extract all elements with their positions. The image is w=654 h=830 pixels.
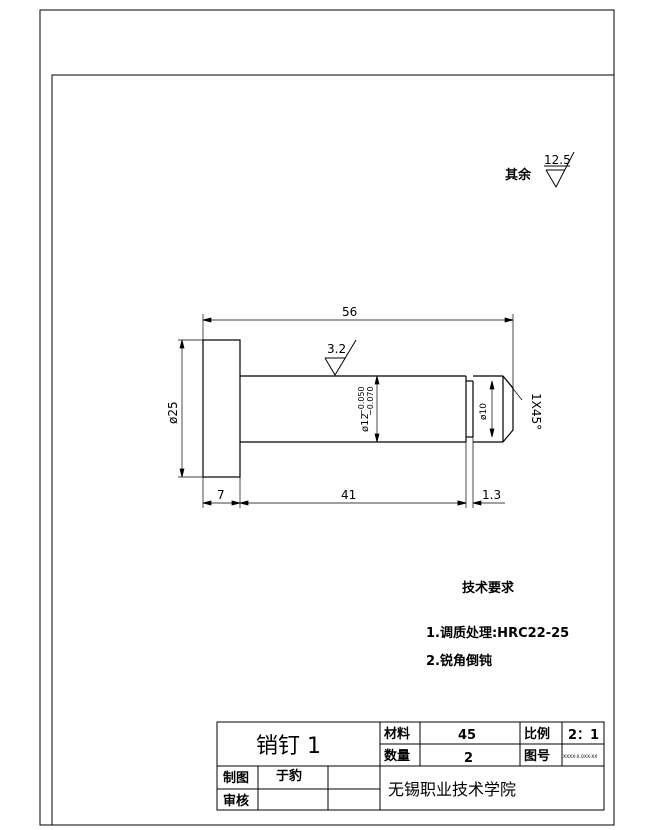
dim-head-length: 7 — [217, 488, 225, 502]
scale-value: 2：1 — [568, 728, 599, 743]
roughness-shaft-value: 3.2 — [327, 342, 346, 356]
dim-shaft-tol-upper: −0.050 — [357, 386, 366, 416]
school-name: 无锡职业技术学院 — [388, 780, 516, 799]
dim-shaft-diameter: ø12 — [360, 413, 371, 432]
quantity-label: 数量 — [384, 748, 410, 764]
inner-border — [51, 74, 615, 826]
note-item-2: 2.锐角倒钝 — [426, 653, 492, 669]
note-item-1: 1.调质处理:HRC22-25 — [426, 625, 569, 641]
material-label: 材料 — [384, 726, 410, 742]
roughness-symbol-other — [544, 151, 575, 189]
drawing-no-value: XXXX-X.0XX-XX — [563, 754, 597, 760]
dim-shaft-tol-lower: −0.070 — [366, 386, 375, 416]
quantity-value: 2 — [464, 751, 473, 766]
outer-border — [39, 9, 615, 826]
roughness-other-label: 其余 — [505, 167, 532, 183]
scale-label: 比例 — [524, 726, 550, 742]
dim-chamfer: 1X45° — [529, 393, 543, 430]
dim-shaft-length: 41 — [341, 488, 356, 502]
notes-title: 技术要求 — [462, 580, 515, 596]
roughness-other-value: 12.5 — [544, 153, 571, 167]
dimension-lines — [178, 314, 523, 508]
title-block-grid — [216, 721, 605, 811]
drawn-value: 于豹 — [276, 768, 302, 784]
part-name: 销钉 1 — [256, 734, 321, 759]
material-value: 45 — [458, 728, 476, 743]
roughness-symbol-shaft — [324, 339, 357, 376]
dim-head-diameter: ø25 — [166, 401, 180, 424]
drawn-label: 制图 — [223, 770, 249, 786]
drawing-no-label: 图号 — [524, 749, 550, 764]
checked-label: 审核 — [223, 793, 249, 809]
dim-groove-diameter: ø10 — [479, 403, 489, 420]
dim-groove-width: 1.3 — [482, 488, 501, 502]
dim-overall-length: 56 — [342, 305, 357, 319]
